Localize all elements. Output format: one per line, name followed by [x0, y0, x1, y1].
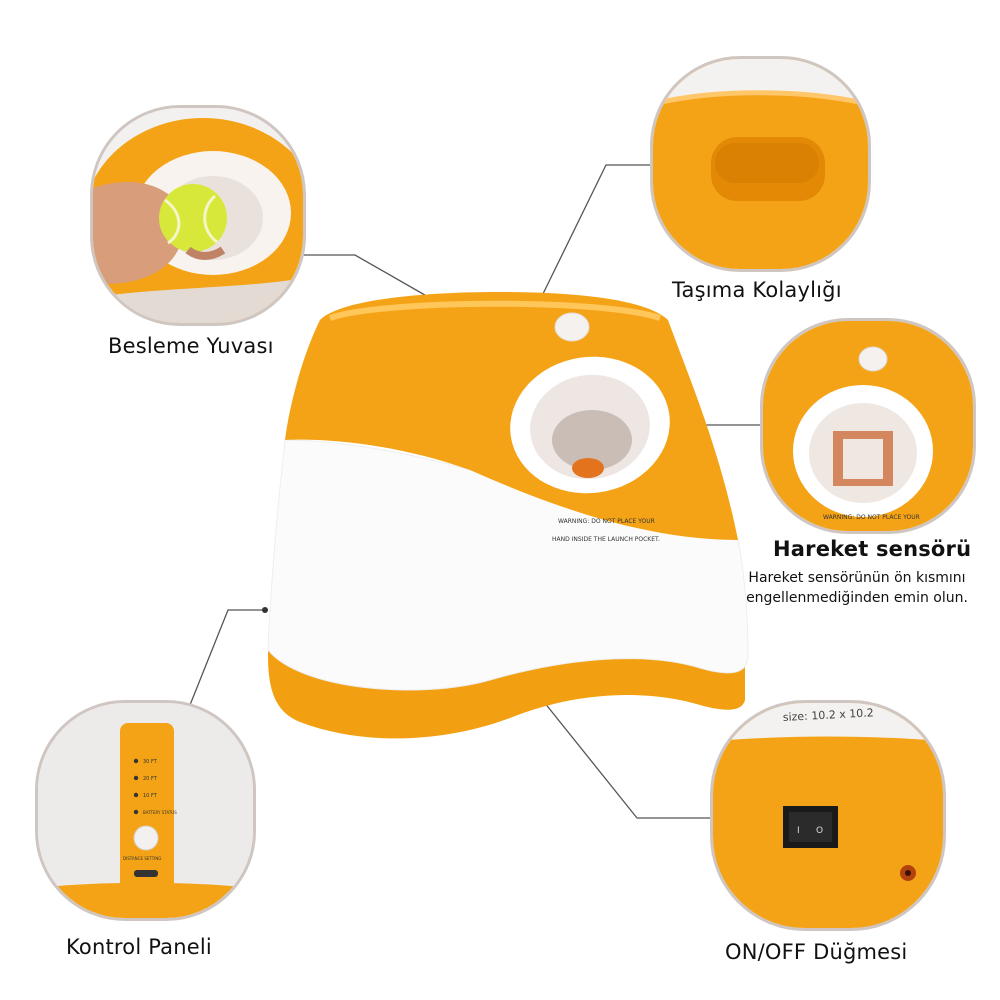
switch-off-mark: O: [816, 826, 823, 836]
launch-inner-orange: [572, 458, 604, 478]
bubble-feeder: [90, 105, 306, 326]
connector-control: [189, 609, 265, 706]
motion-sensor-dome: [554, 312, 590, 342]
switch-closeup: size: 10.2 x 10.2 I O: [713, 703, 943, 928]
control-strip: [120, 723, 174, 893]
sensor-warning-text: WARNING: DO NOT PLACE YOUR: [823, 514, 920, 521]
carry-handle-slot: [711, 137, 825, 201]
label-switch: ON/OFF Düğmesi: [725, 940, 908, 964]
panel-battery: BATTERY STATUS: [143, 810, 177, 815]
sensor-note: Hareket sensörünün ön kısmını engellenme…: [742, 568, 972, 608]
handle-closeup: [653, 59, 868, 269]
connector-feeder: [294, 254, 438, 303]
sensor-note-line-1: Hareket sensörünün ön kısmını: [748, 570, 966, 586]
warning-text-2: HAND INSIDE THE LAUNCH POCKET.: [552, 536, 660, 543]
top-highlight: [328, 300, 661, 321]
sensor-dome-closeup: [858, 346, 888, 372]
panel-30ft: 30 FT: [143, 759, 158, 765]
bubble-control: 30 FT 20 FT 10 FT BATTERY STATUS DISTANC…: [35, 700, 256, 921]
bubble-carry: [650, 56, 871, 272]
control-panel-closeup: 30 FT 20 FT 10 FT BATTERY STATUS DISTANC…: [38, 703, 253, 918]
panel-10ft: 10 FT: [143, 793, 158, 799]
panel-20ft: 20 FT: [143, 776, 158, 782]
dot-control: [262, 607, 268, 613]
warning-text-1: WARNING: DO NOT PLACE YOUR: [558, 518, 655, 525]
label-sensor: Hareket sensörü: [773, 537, 972, 561]
switch-on-mark: I: [797, 826, 800, 836]
launch-hole-inner: [552, 410, 632, 470]
feeder-closeup: [93, 108, 303, 323]
sensor-note-line-2: engellenmediğinden emin olun.: [746, 590, 968, 606]
distance-setting-button: [133, 825, 159, 851]
connector-switch: [539, 696, 718, 819]
label-feeder: Besleme Yuvası: [108, 334, 274, 358]
usb-port: [134, 870, 158, 877]
panel-distance: DISTANCE SETTING: [123, 856, 161, 861]
connector-carry: [539, 164, 663, 301]
label-control: Kontrol Paneli: [66, 935, 212, 959]
bubble-switch: size: 10.2 x 10.2 I O: [710, 700, 946, 931]
label-carry: Taşıma Kolaylığı: [672, 278, 842, 302]
size-text: size: 10.2 x 10.2: [782, 706, 874, 724]
bubble-sensor: WARNING: DO NOT PLACE YOUR: [760, 318, 976, 534]
sensor-closeup: WARNING: DO NOT PLACE YOUR: [763, 321, 973, 531]
